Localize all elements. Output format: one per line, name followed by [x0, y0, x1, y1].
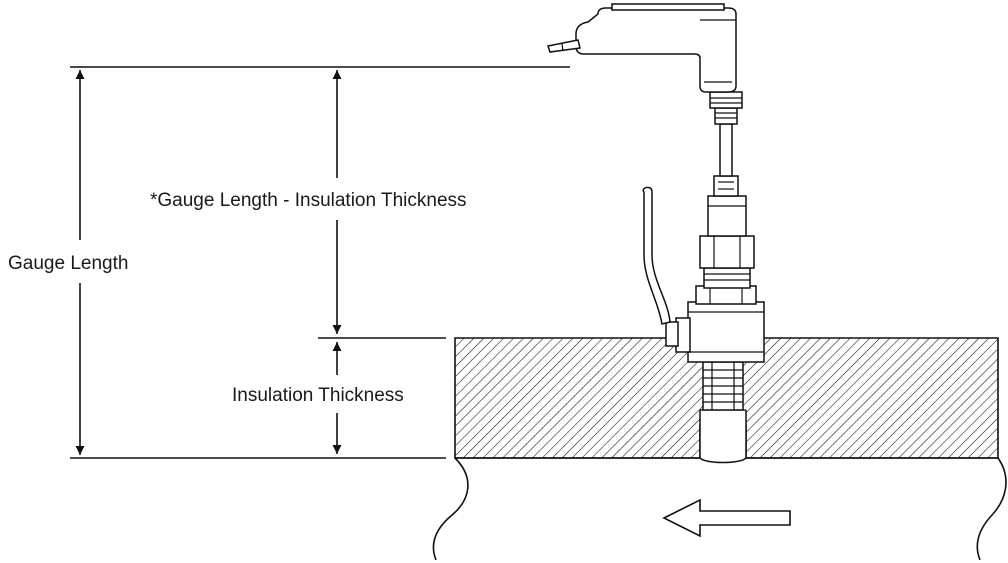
arrow-left-icon [662, 498, 791, 538]
valve-handle [642, 186, 671, 325]
sensor-cable [547, 39, 581, 53]
gauge-minus-insulation-label: *Gauge Length - Insulation Thickness [150, 190, 467, 211]
compression-fitting [699, 195, 755, 289]
probe-tip [699, 409, 747, 464]
insulation-thickness-label: Insulation Thickness [232, 385, 404, 406]
insulation-fitting [702, 361, 744, 411]
gauge-length-label: Gauge Length [8, 253, 128, 274]
probe-rod [709, 91, 743, 197]
sensor-head-icon [575, 3, 737, 93]
pipe-wall [432, 457, 1007, 561]
ball-valve-icon [665, 285, 765, 363]
